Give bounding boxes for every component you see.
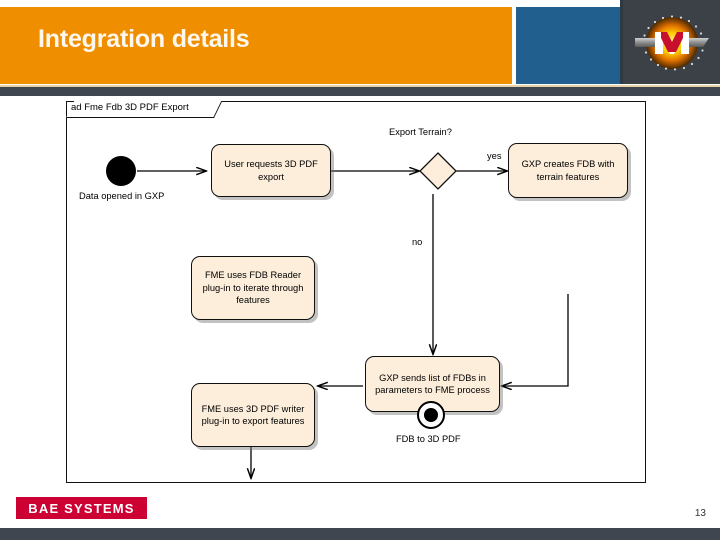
initial-node [106,156,136,186]
action-node-user-requests: User requests 3D PDF export [211,144,331,197]
action-node-fme-3d-pdf-writer: FME uses 3D PDF writer plug-in to export… [191,383,315,447]
edge-label-no: no [412,237,423,247]
header-dark-rule [0,87,720,96]
decision-node-export-terrain [419,152,457,190]
initial-node-caption: Data opened in GXP [79,191,165,201]
page-number: 13 [694,508,706,519]
fme-logo-icon [635,15,709,71]
diagram-frame-label: ad Fme Fdb 3D PDF Export [71,102,189,113]
edge-label-yes: yes [487,151,502,161]
final-node-core [424,408,438,422]
slide-header: Integration details [0,0,720,96]
bae-systems-logo: BAE SYSTEMS [16,497,147,519]
header-orange-bar [0,7,512,84]
header-dark-divider [620,0,623,84]
final-node [417,401,445,429]
footer-dark-bar [0,528,720,540]
header-cream-rule [0,85,720,87]
action-node-gxp-creates-fdb: GXP creates FDB with terrain features [508,143,628,198]
page-title: Integration details [38,25,250,53]
action-node-fme-fdb-reader: FME uses FDB Reader plug-in to iterate t… [191,256,315,320]
final-node-caption: FDB to 3D PDF [396,434,461,444]
header-blue-panel [516,7,620,84]
diagram-frame [66,101,646,483]
decision-label-export-terrain: Export Terrain? [389,127,452,137]
activity-diagram: ad Fme Fdb 3D PDF Export D [0,96,720,486]
